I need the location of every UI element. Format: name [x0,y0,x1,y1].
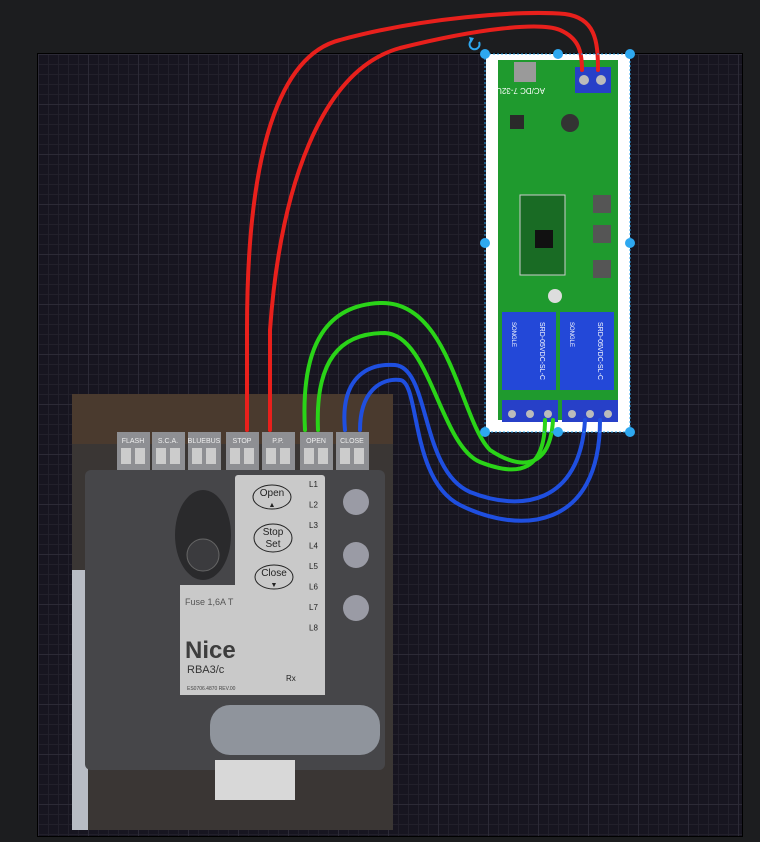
wire-blue-close-2[interactable] [358,377,602,523]
wire-green-open-2[interactable] [315,330,547,472]
led-label: L3 [309,521,318,530]
model-label: RBA3/c [187,664,225,676]
wire-green-open-1[interactable] [302,300,555,465]
terminal-label: STOP [233,438,252,445]
relay-1-brand: SONGLE [510,322,516,347]
relay-1-label: SRD-05VDC-SL-C [538,322,545,380]
button-stop-label: Stop [263,527,284,538]
open-arrow: ▲ [269,502,276,509]
button-open-label: Open [260,488,284,499]
terminal-label: FLASH [122,438,145,445]
wire-red-stop[interactable] [245,11,600,432]
wires [245,11,602,523]
terminal-label: CLOSE [340,438,364,445]
led-label: L7 [309,603,318,612]
close-arrow: ▼ [271,582,278,589]
part-number: ES0706.4870 REV.00 [187,686,236,692]
power-label: AC/DC 7-32U [496,86,545,95]
wire-red-pp[interactable] [268,24,584,432]
terminal-block: P.P. [262,432,295,470]
led-label: L4 [309,542,318,551]
wire-blue-close-1[interactable] [342,362,587,504]
terminal-block: S.C.A. [152,432,185,470]
terminal-label: S.C.A. [158,438,178,445]
button-set-label: Set [265,539,280,550]
led-label: L6 [309,583,318,592]
led-label: L8 [309,624,318,633]
led-label: L5 [309,562,318,571]
terminal-label: BLUEBUS [188,438,221,445]
rotate-handle-icon[interactable] [468,37,481,51]
led-label: L1 [309,480,318,489]
controller-photo[interactable]: FLASH S.C.A. BLUEBUS STOP P.P. OPEN CLOSE Open… [72,394,393,830]
relay-board-photo[interactable]: AC/DC 7-32U SRD-05VDC-SL-C SRD-05VDC-SL-… [486,54,630,432]
relay-2-brand: SONGLE [568,322,574,347]
terminal-block: CLOSE [336,432,369,470]
rx-label: Rx [286,674,296,683]
led-label: L2 [309,501,318,510]
terminal-block: STOP [226,432,259,470]
selection-box[interactable] [468,37,635,437]
terminal-label: P.P. [272,438,283,445]
terminal-block: OPEN [300,432,333,470]
relay-2-label: SRD-05VDC-SL-C [596,322,603,380]
terminal-label: OPEN [306,438,326,445]
terminal-block: FLASH [117,432,150,470]
fuse-label: Fuse 1,6A T [185,597,234,607]
button-close-label: Close [261,568,287,579]
brand-logo: Nice [185,637,236,664]
resize-handles[interactable] [480,49,635,437]
terminal-block: BLUEBUS [188,432,221,470]
